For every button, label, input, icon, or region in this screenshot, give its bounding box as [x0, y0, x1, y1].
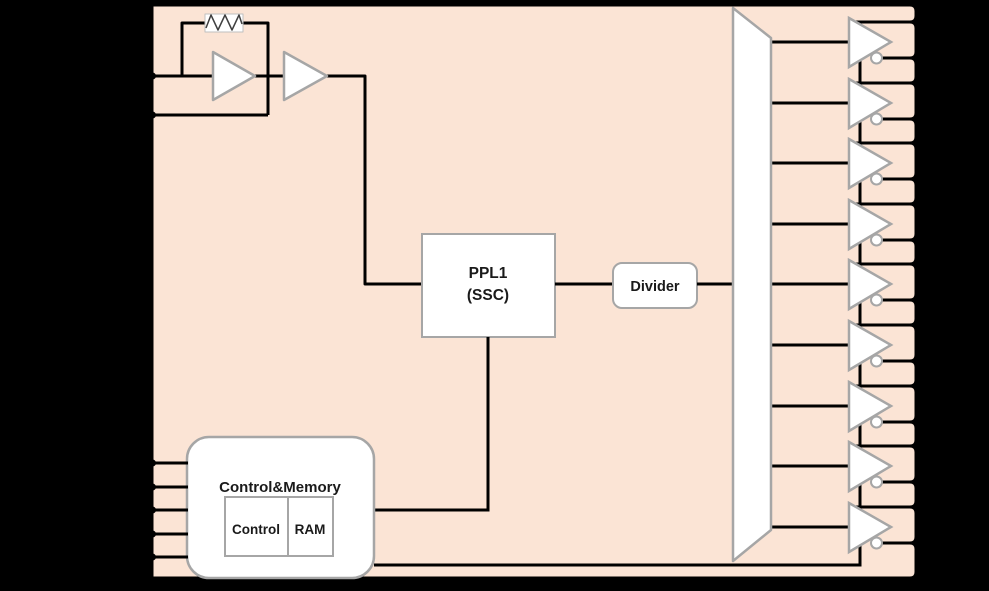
pll-block: PPL1 (SSC) [374, 233, 613, 512]
inversion-bubble-icon [870, 415, 883, 429]
pll-label-line2: (SSC) [467, 287, 509, 304]
output-buffer-triangle-icon [847, 318, 894, 373]
feedback-wire-right [151, 21, 270, 117]
output-buffer-triangle-icon [847, 136, 894, 191]
osc-amp-1-triangle-icon [211, 50, 257, 102]
divider-label: Divider [630, 279, 680, 295]
inversion-bubble-icon [870, 354, 883, 368]
pll-to-control-wire [374, 337, 490, 512]
control-memory-block: Control&Memory Control RAM [185, 435, 862, 580]
chip-border [150, 3, 917, 580]
pll-label-line1: PPL1 [469, 265, 508, 282]
inversion-bubble-icon [870, 51, 883, 65]
output-buffer-triangle-icon [847, 76, 894, 131]
divider-block: Divider [612, 262, 733, 309]
control-pin-dot [149, 506, 156, 514]
inversion-bubble-icon [870, 475, 883, 489]
ram-label: RAM [295, 522, 326, 537]
inversion-bubble-icon [870, 172, 883, 186]
fanout-buffer-trapezoid-icon [731, 6, 773, 563]
inversion-bubble-icon [870, 233, 883, 247]
output-buffer-triangle-icon [847, 197, 894, 252]
inversion-bubble-icon [870, 536, 883, 550]
inversion-bubble-icon [870, 112, 883, 126]
xtal-pin-dot [149, 72, 156, 80]
output-buffer-triangle-icon [847, 439, 894, 494]
ram-sub-box [287, 496, 334, 557]
inversion-bubble-icon [870, 293, 883, 307]
control-sub-box [224, 496, 289, 557]
osc-to-pll-wire [327, 74, 422, 286]
left-pin-group [149, 459, 188, 561]
output-buffer-triangle-icon [847, 15, 894, 70]
control-pin-dot [149, 483, 156, 491]
osc-amp-2-triangle-icon [282, 50, 329, 102]
control-memory-title: Control&Memory [219, 479, 341, 496]
output-buffer-triangle-icon [847, 500, 894, 555]
control-pin-dot [149, 553, 156, 561]
output-buffer [771, 197, 921, 264]
feedback-wire-left [180, 21, 205, 76]
output-buffer [771, 439, 921, 507]
crystal-oscillator [149, 13, 422, 286]
pll-box [421, 233, 556, 338]
output-buffer [771, 500, 921, 565]
output-buffer-triangle-icon [847, 379, 894, 434]
output-pin-segment [898, 541, 918, 580]
output-pin-edge-group [898, 3, 918, 580]
output-buffer-triangle-icon [847, 257, 894, 312]
control-label: Control [232, 522, 280, 537]
xtal-pin-dot [149, 111, 156, 119]
resistor-zigzag-icon [205, 14, 243, 31]
control-pin-dot [149, 459, 156, 467]
control-pin-dot [149, 530, 156, 538]
